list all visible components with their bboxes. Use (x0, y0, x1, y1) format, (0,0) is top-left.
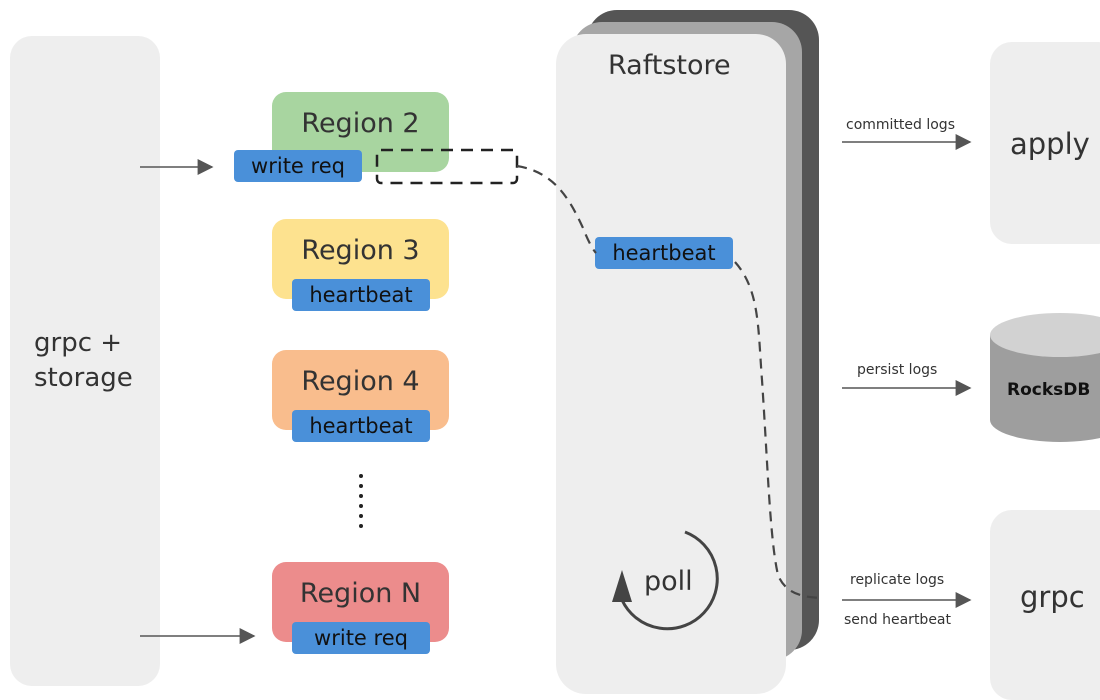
region-4-label: Region 4 (301, 366, 420, 397)
heartbeat-dashed-path (516, 164, 821, 600)
region-n-label: Region N (299, 578, 422, 609)
send-heartbeat-label: send heartbeat (844, 612, 951, 628)
rocksdb-label: RocksDB (1007, 380, 1091, 400)
region-3-heartbeat-tag: heartbeat (292, 279, 430, 311)
apply-label: apply (1010, 127, 1090, 161)
dashed-selection-box (375, 148, 519, 185)
region-n-write-req-tag: write req (292, 622, 430, 654)
poll-label: poll (644, 566, 693, 597)
raftstore-panel: Raftstore (556, 34, 786, 694)
rocksdb-cylinder-icon (990, 313, 1100, 442)
grpc-label: grpc (1020, 580, 1085, 614)
raftstore-title: Raftstore (608, 50, 731, 81)
region-4-heartbeat-tag: heartbeat (292, 410, 430, 442)
poll-loop-icon (612, 530, 719, 631)
apply-panel: apply (990, 42, 1100, 244)
grpc-storage-label-line2: storage (34, 363, 133, 393)
raftstore-heartbeat-tag: heartbeat (595, 237, 733, 269)
region-2-label: Region 2 (301, 108, 420, 139)
replicate-logs-label: replicate logs (850, 572, 945, 588)
grpc-panel: grpc (990, 510, 1100, 700)
region-2-write-req-tag: write req (234, 150, 362, 182)
grpc-storage-label-line1: grpc + (34, 328, 123, 358)
committed-logs-label: committed logs (846, 117, 955, 133)
persist-logs-label: persist logs (857, 362, 938, 378)
region-3-label: Region 3 (301, 235, 420, 266)
grpc-storage-panel: grpc + storage (10, 36, 160, 686)
more-regions-dots (359, 474, 363, 528)
diagram-connectors (140, 134, 1100, 644)
